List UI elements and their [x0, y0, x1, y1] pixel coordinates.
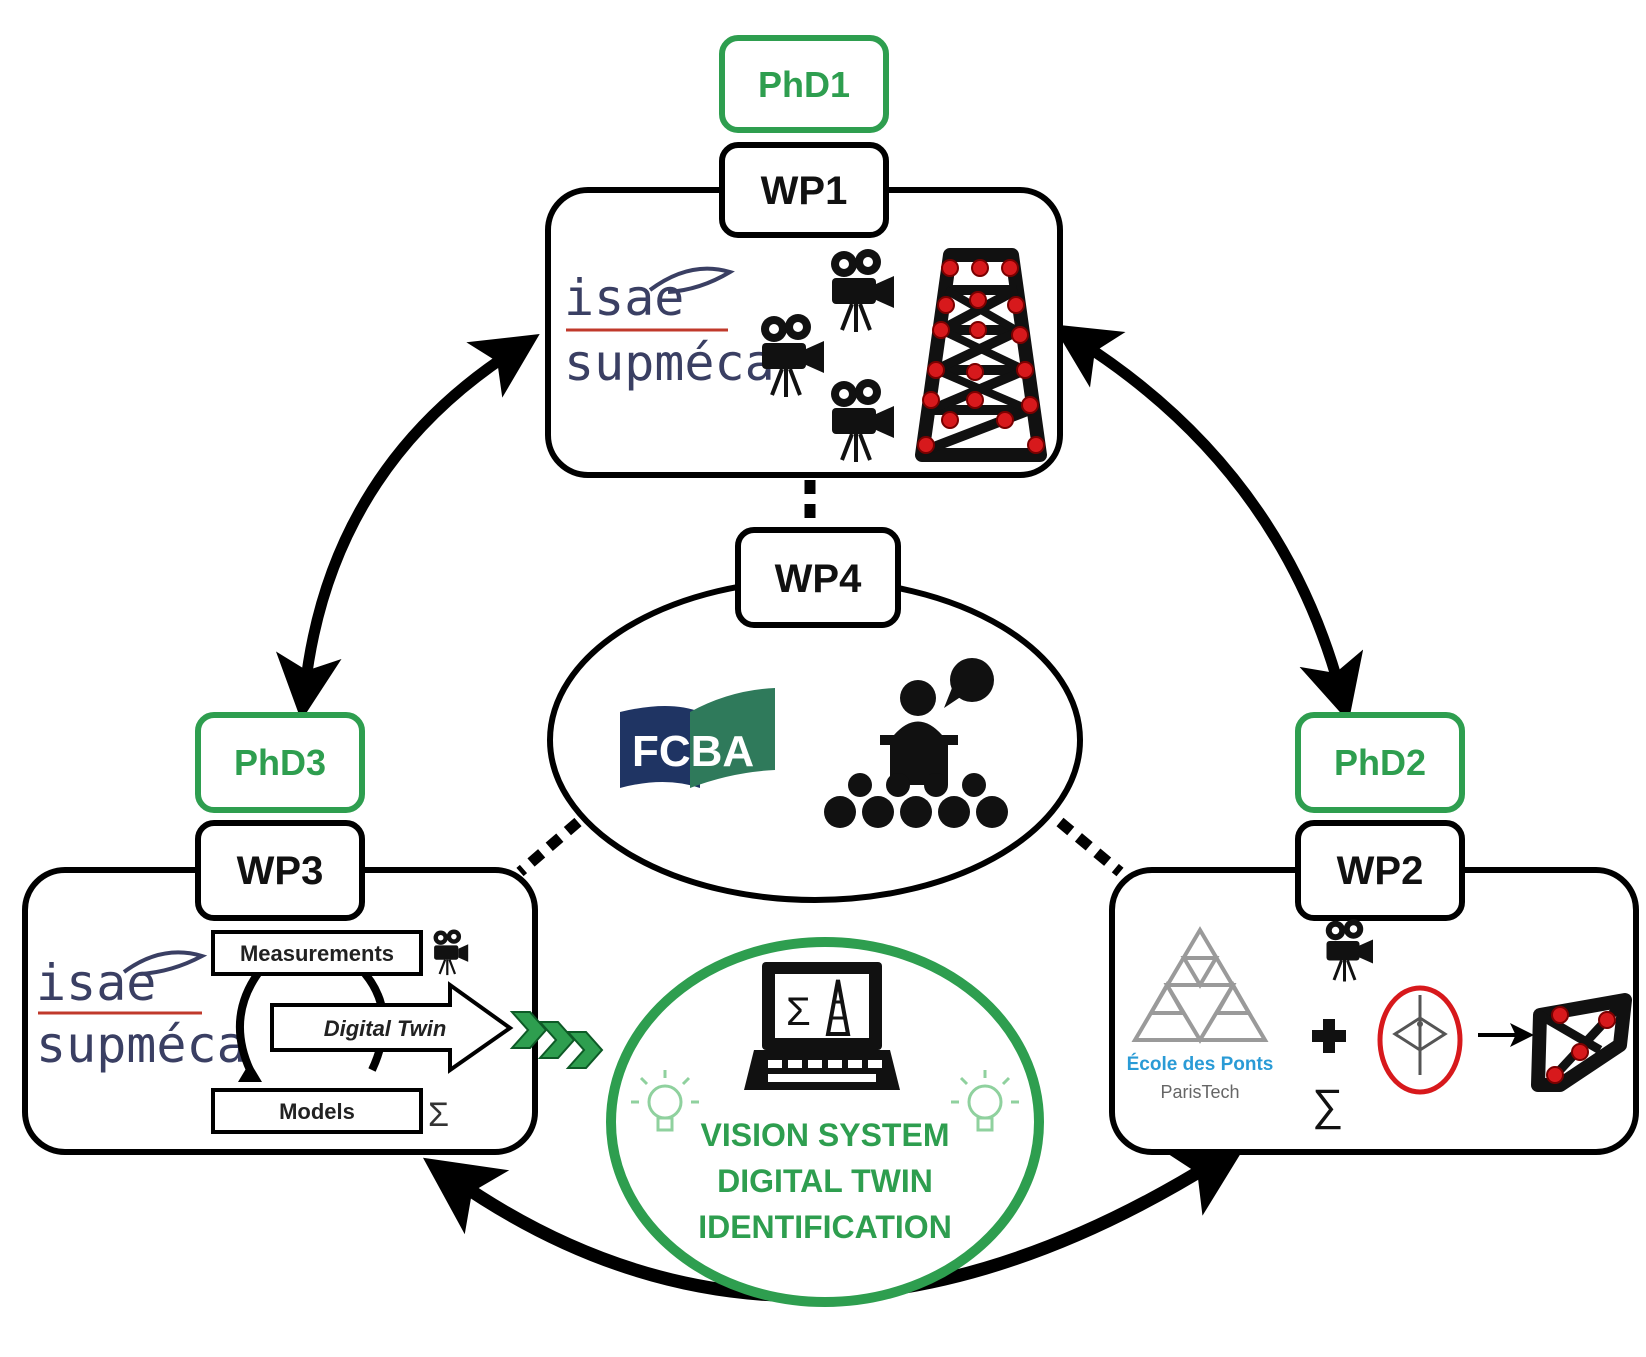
models-label: Models: [279, 1099, 355, 1124]
center-circle: [606, 937, 1044, 1307]
phd3-badge: [195, 712, 365, 813]
center-panel: Σ VISION SYSTEM DIGITAL TWIN IDENTIFICAT…: [606, 937, 1044, 1307]
fcba-logo-text: FCBA: [632, 727, 754, 776]
plus-icon: [1312, 1019, 1346, 1053]
computer-sigma-icon: Σ: [786, 990, 811, 1034]
measurements-box: [211, 930, 423, 976]
sum-icon: ∑: [1312, 1081, 1343, 1130]
isae-logo-line2: supméca: [564, 334, 775, 392]
wp2-label: WP2: [1337, 849, 1424, 893]
wp4-tag: [735, 527, 901, 628]
computer-monitor-icon: Σ: [744, 962, 900, 1090]
wp4-panel: WP4 FCBA: [547, 527, 1083, 903]
phd1-badge: [719, 35, 889, 133]
ecole-logo-line2: ParisTech: [1160, 1082, 1239, 1102]
isae-supmeca-logo: isae supméca: [36, 950, 247, 1074]
wp2-tag: [1295, 820, 1465, 921]
wp3-tag: [195, 820, 365, 921]
green-chevrons-icon: [509, 1011, 604, 1069]
wp1-panel: PhD1 WP1 isae supméca: [545, 35, 1063, 478]
isae-logo-line2: supméca: [36, 1016, 247, 1074]
fcba-logo: FCBA: [620, 688, 775, 788]
dashed-connector-wp4-wp3: [516, 817, 582, 877]
isae-supmeca-logo: isae supméca: [564, 266, 775, 392]
center-line2: DIGITAL TWIN: [717, 1163, 933, 1199]
models-box: [211, 1088, 423, 1134]
truss-fragment-icon: [1531, 993, 1632, 1092]
digital-twin-arrow: [270, 981, 514, 1074]
phd2-label: PhD2: [1334, 742, 1426, 783]
wp4-label: WP4: [775, 557, 862, 601]
isae-swoosh-icon: [122, 950, 208, 976]
sensor-sketch-icon: [1377, 985, 1463, 1095]
presentation-audience-icon: [824, 658, 1008, 828]
isae-swoosh-icon: [648, 266, 735, 294]
wp1-label: WP1: [761, 169, 848, 213]
phd3-label: PhD3: [234, 742, 326, 783]
truss-tower-icon: [915, 248, 1047, 462]
wp3-label: WP3: [237, 849, 324, 893]
dashed-connector-wp4-wp2: [1056, 817, 1124, 877]
center-line3: IDENTIFICATION: [698, 1209, 952, 1245]
wp2-panel: PhD2 WP2 École des Ponts ParisTech ∑: [1109, 712, 1639, 1155]
cycle-arrowhead: [238, 1062, 262, 1082]
arrow-wp1-wp2: [1052, 324, 1364, 722]
sigma-icon: Σ: [428, 1096, 449, 1134]
ecole-des-ponts-logo: École des Ponts ParisTech: [1127, 926, 1274, 1102]
phd2-badge: [1295, 712, 1465, 813]
arrow-wp1-wp3: [275, 334, 540, 721]
wp3-panel: PhD3 WP3 isae supméca Measurements Digit…: [22, 712, 604, 1155]
wp1-tag: [719, 142, 889, 238]
center-line1: VISION SYSTEM: [701, 1117, 950, 1153]
ecole-logo-line1: École des Ponts: [1127, 1053, 1274, 1075]
measurements-label: Measurements: [240, 941, 394, 966]
phd1-label: PhD1: [758, 64, 850, 105]
digital-twin-label: Digital Twin: [324, 1016, 447, 1041]
